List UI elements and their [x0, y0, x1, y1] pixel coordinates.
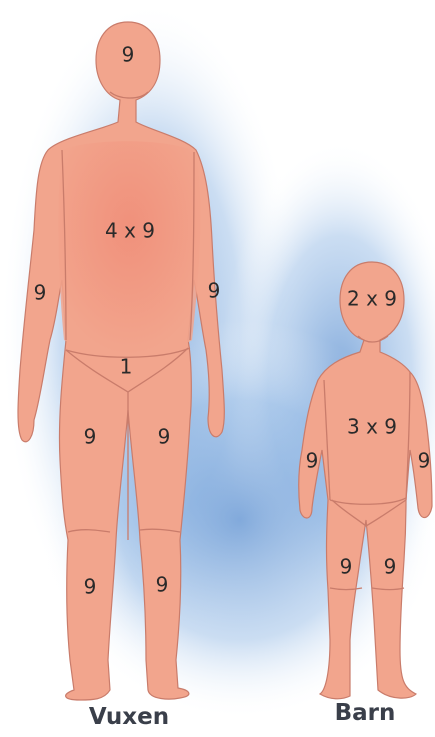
child-caption: Barn	[285, 700, 435, 726]
child-head-label: 2 x 9	[347, 287, 397, 311]
adult-left-thigh-label: 9	[84, 425, 97, 449]
adult-genital-label: 1	[120, 355, 133, 379]
adult-right-arm-label: 9	[208, 279, 221, 303]
adult-head-label: 9	[122, 43, 135, 67]
child-right-leg-label: 9	[384, 555, 397, 579]
child-left-leg-label: 9	[340, 555, 353, 579]
child-left-arm-label: 9	[306, 449, 319, 473]
adult-right-thigh-label: 9	[158, 425, 171, 449]
adult-caption: Vuxen	[49, 704, 209, 730]
child-torso-label: 3 x 9	[347, 415, 397, 439]
adult-left-arm-label: 9	[34, 281, 47, 305]
adult-left-lower-leg-label: 9	[84, 575, 97, 599]
adult-right-lower-leg-label: 9	[156, 573, 169, 597]
adult-torso-label: 4 x 9	[105, 219, 155, 243]
child-right-arm-label: 9	[418, 449, 431, 473]
